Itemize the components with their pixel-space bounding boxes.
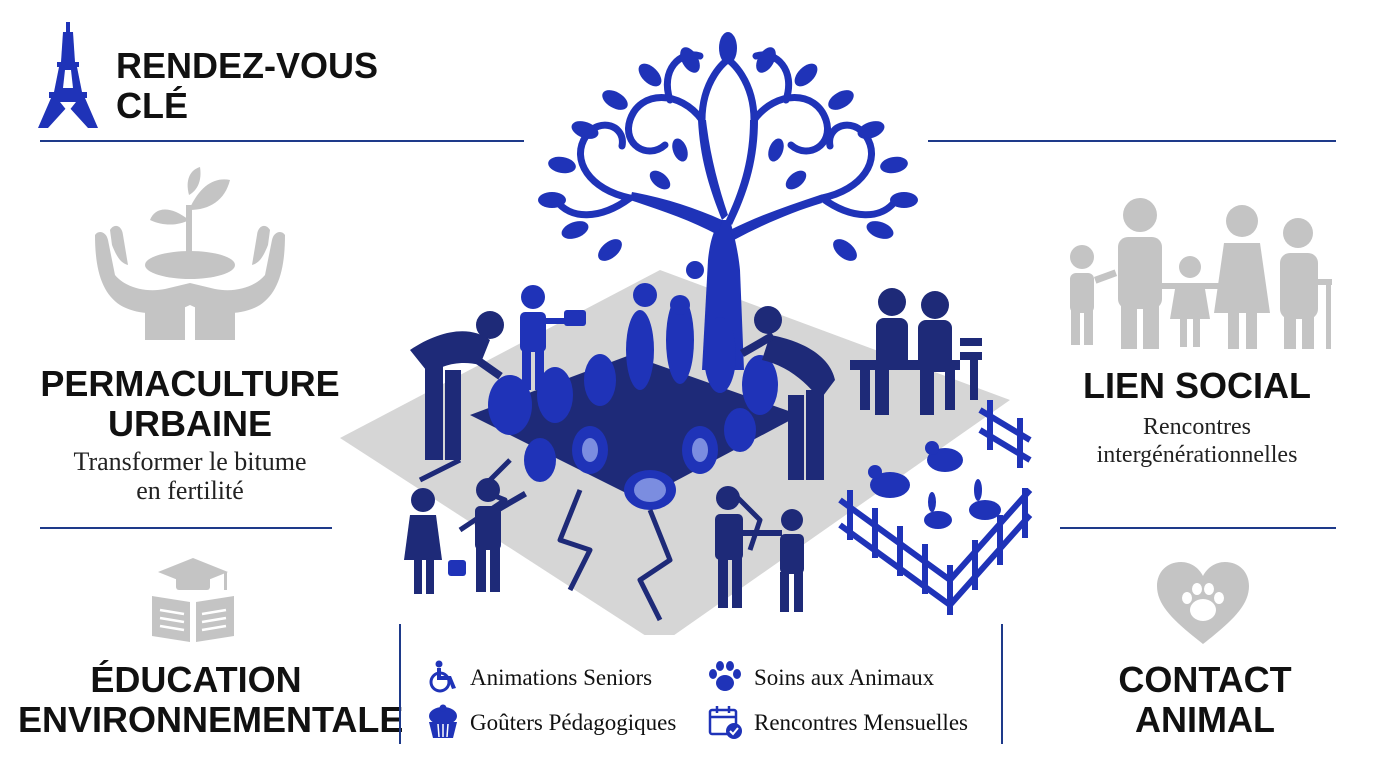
- lien-social-subtitle-line1: Rencontres: [1143, 414, 1251, 440]
- children-bottom-right: [715, 486, 804, 612]
- permaculture-icon: [90, 165, 290, 340]
- contact-animal-icon: [1155, 560, 1251, 646]
- community-garden-illustration: [330, 20, 1060, 635]
- lien-social-subtitle-line2: intergénérationnelles: [1096, 441, 1298, 468]
- lien-social-icon: [1058, 195, 1340, 350]
- lien-social-subtitle: Rencontres intergénérationnelles: [1058, 414, 1336, 469]
- header-title-line2: CLÉ: [116, 85, 188, 127]
- farm-animals: [868, 441, 1001, 529]
- permaculture-title-line1: PERMACULTURE: [40, 363, 340, 404]
- children-bottom-left: [404, 478, 527, 594]
- education-title: ÉDUCATION ENVIRONNEMENTALE: [18, 659, 404, 741]
- paw-icon: [709, 661, 741, 691]
- activity-label-rencontres-mensuelles: Rencontres Mensuelles: [754, 710, 968, 735]
- header-title-line1: RENDEZ-VOUS: [116, 45, 379, 86]
- family-icon: [1070, 198, 1332, 349]
- cupcake-icon: [429, 704, 457, 738]
- permaculture-title-line2: URBAINE: [107, 403, 272, 445]
- lien-social-title: LIEN SOCIAL: [1082, 365, 1311, 406]
- adult-bending-right: [740, 306, 835, 480]
- seniors-on-bench: [850, 288, 982, 415]
- education-title-line2: ENVIRONNEMENTALE: [18, 699, 404, 741]
- contact-animal-title: CONTACT ANIMAL: [1060, 659, 1350, 741]
- contact-animal-title-line2: ANIMAL: [1135, 699, 1275, 741]
- activity-item-rencontres-mensuelles: Rencontres Mensuelles: [708, 704, 988, 742]
- garden-highlights: [582, 438, 708, 502]
- lien-social-divider: [1060, 527, 1336, 529]
- tree: [538, 32, 918, 370]
- activity-label-soins-animaux: Soins aux Animaux: [754, 665, 935, 690]
- permaculture-subtitle: Transformer le bitume en fertilité: [30, 447, 350, 505]
- activity-label-animations-seniors: Animations Seniors: [470, 665, 653, 690]
- wheelchair-icon: [429, 660, 456, 693]
- permaculture-divider: [40, 527, 332, 529]
- activity-item-soins-animaux: Soins aux Animaux: [708, 660, 968, 696]
- activity-label-gouters-pedagogiques: Goûters Pédagogiques: [470, 710, 677, 735]
- education-icon: [148, 556, 238, 646]
- garden-plants: [488, 261, 778, 510]
- eiffel-tower-icon: [38, 22, 98, 128]
- calendar-check-icon: [708, 706, 742, 739]
- activity-item-gouters-pedagogiques: Goûters Pédagogiques: [426, 704, 696, 742]
- garden-illustration-svg: [340, 32, 1033, 635]
- contact-animal-title-line1: CONTACT: [1118, 659, 1292, 700]
- activities-divider-right: [1001, 624, 1003, 744]
- adult-bending-left: [410, 311, 504, 460]
- animal-fence: [838, 400, 1033, 615]
- hands-sprout-icon: [95, 167, 285, 340]
- education-title-line1: ÉDUCATION: [90, 659, 302, 700]
- child-watering: [520, 285, 586, 390]
- header-divider-right: [928, 140, 1336, 142]
- graduation-book-icon: [152, 558, 234, 642]
- header-divider-left: [40, 140, 524, 142]
- heart-paw-icon: [1157, 562, 1249, 644]
- header-title: RENDEZ-VOUS CLÉ: [116, 45, 379, 127]
- header-eiffel-icon: [38, 22, 98, 130]
- permaculture-title: PERMACULTURE URBAINE: [30, 363, 350, 445]
- activities-divider-left: [399, 624, 401, 744]
- permaculture-subtitle-line2: en fertilité: [136, 475, 244, 505]
- permaculture-subtitle-line1: Transformer le bitume: [73, 447, 307, 476]
- activity-item-animations-seniors: Animations Seniors: [426, 660, 686, 696]
